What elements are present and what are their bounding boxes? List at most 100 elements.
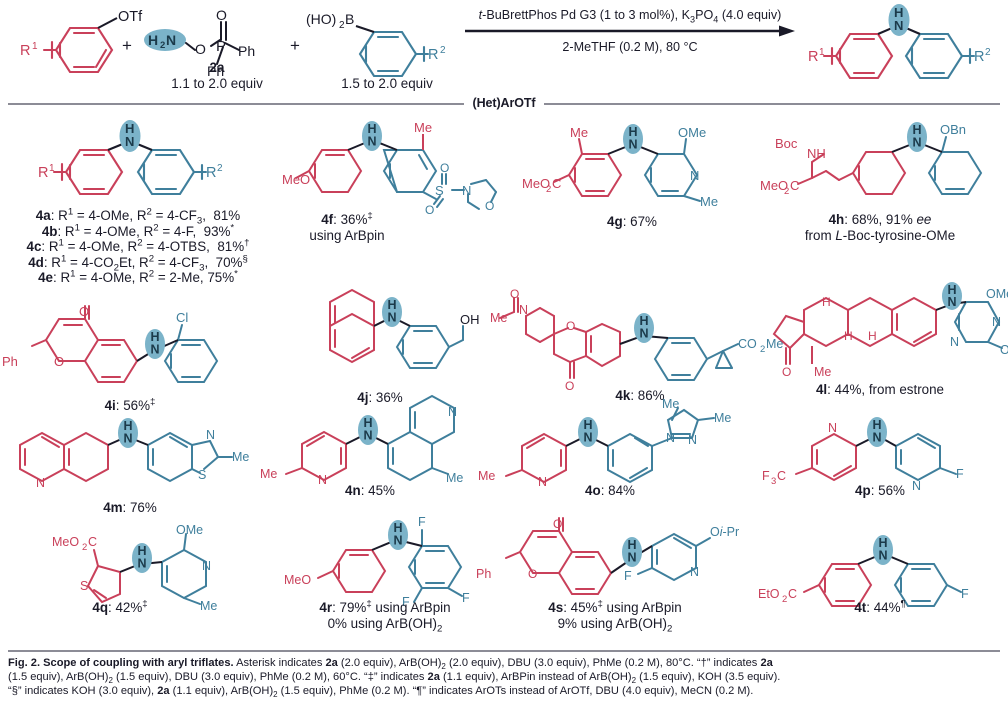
svg-text:2: 2 <box>784 186 789 197</box>
reagent-2a-equiv: 1.1 to 2.0 equiv <box>171 76 263 91</box>
label-4f-note: using ArBpin <box>309 227 385 243</box>
product-4q-structure: S MeO 2 C H N OMe N Me <box>40 523 260 620</box>
svg-text:Me: Me <box>414 120 432 135</box>
svg-text:Me: Me <box>260 467 277 481</box>
svg-text:R: R <box>808 49 818 65</box>
svg-text:O: O <box>510 287 519 301</box>
svg-text:H: H <box>640 314 649 328</box>
svg-text:S: S <box>80 579 88 593</box>
boronic-equiv: 1.5 to 2.0 equiv <box>341 76 433 91</box>
product-4i-structure: O O Ph H N Cl <box>2 300 268 400</box>
svg-text:Me: Me <box>700 194 718 209</box>
svg-text:O: O <box>485 199 494 213</box>
product-4n-structure: N Me H N N Me <box>260 394 508 496</box>
svg-text:N: N <box>913 136 922 150</box>
svg-text:EtO: EtO <box>758 587 780 601</box>
label-4s-note: 9% using ArB(OH)2 <box>557 615 673 635</box>
svg-text:NH: NH <box>807 146 826 161</box>
label-4k: 4k: 86% <box>615 388 665 403</box>
svg-text:N: N <box>138 557 147 571</box>
caption-line-1: Fig. 2. Scope of coupling with aryl trif… <box>8 657 773 672</box>
svg-text:O: O <box>565 379 574 393</box>
svg-text:N: N <box>688 433 697 447</box>
product-4l-structure: O Me H H H H N OMe N N OMe <box>760 282 1008 392</box>
svg-text:2: 2 <box>782 594 787 605</box>
product-4o-structure: N Me H N N N Me Me <box>478 397 762 496</box>
svg-text:P: P <box>216 38 226 55</box>
svg-text:Ph: Ph <box>476 567 491 581</box>
product-4p-structure: N F 3 C H N N F <box>760 410 990 494</box>
svg-text:H: H <box>629 125 638 139</box>
svg-text:2: 2 <box>217 163 223 174</box>
product-4t-structure: EtO 2 C H N F <box>758 535 992 620</box>
svg-text:2: 2 <box>985 47 991 58</box>
svg-text:F: F <box>956 467 964 481</box>
label-4n: 4n: 45% <box>345 483 395 498</box>
svg-text:N: N <box>666 431 675 445</box>
svg-text:Me: Me <box>662 397 679 411</box>
svg-text:H: H <box>879 536 888 550</box>
label-4q: 4q: 42%‡ <box>92 598 148 615</box>
svg-text:Ph: Ph <box>238 43 255 59</box>
svg-text:N: N <box>879 549 888 563</box>
svg-text:N: N <box>894 18 903 33</box>
svg-text:2: 2 <box>339 20 345 31</box>
svg-text:Oi-Pr: Oi-Pr <box>710 525 739 539</box>
svg-text:H: H <box>844 329 853 343</box>
svg-text:2: 2 <box>160 40 165 51</box>
reaction-arrow <box>465 25 795 37</box>
svg-text:C: C <box>777 469 786 483</box>
svg-text:N: N <box>124 432 133 446</box>
svg-text:CO: CO <box>738 337 757 351</box>
svg-text:N: N <box>912 479 921 493</box>
svg-text:N: N <box>364 429 373 443</box>
svg-text:2: 2 <box>546 184 551 195</box>
label-4l: 4l: 44%, from estrone <box>815 382 945 397</box>
svg-text:R: R <box>38 165 48 181</box>
label-4b: 4b: R1 = 4-OMe, R2 = 4-F, 93%* <box>41 222 235 239</box>
svg-text:Me: Me <box>446 471 463 485</box>
svg-text:Ph: Ph <box>207 63 224 79</box>
svg-text:R: R <box>428 47 438 63</box>
svg-text:R: R <box>20 43 30 59</box>
svg-text:H: H <box>628 538 637 552</box>
svg-text:1: 1 <box>32 41 38 52</box>
conditions-line-1: t-BuBrettPhos Pd G3 (1 to 3 mol%), K3PO4… <box>478 8 782 25</box>
svg-text:H: H <box>368 122 377 136</box>
svg-text:Me: Me <box>490 311 507 325</box>
svg-text:Me: Me <box>570 125 588 140</box>
svg-text:2: 2 <box>82 542 87 553</box>
svg-text:Boc: Boc <box>775 136 798 151</box>
product-4m-structure: N H N N S Me <box>18 418 249 505</box>
svg-text:O: O <box>195 41 206 57</box>
figure-caption: Fig. 2. Scope of coupling with aryl trif… <box>8 656 1000 699</box>
product-4j-structure: H N OH <box>300 288 500 382</box>
product-4f-structure: H N MeO Me S O O N O <box>282 120 517 222</box>
svg-text:H: H <box>124 419 133 433</box>
svg-text:C: C <box>790 178 799 193</box>
svg-text:OMe: OMe <box>678 125 706 140</box>
svg-text:N: N <box>640 327 649 341</box>
svg-text:F: F <box>462 591 470 605</box>
product-4s-structure: O O Ph H N F N Oi-Pr <box>476 516 752 608</box>
svg-text:H: H <box>822 295 831 309</box>
label-4j: 4j: 36% <box>357 390 403 405</box>
svg-text:H: H <box>913 123 922 137</box>
svg-text:H: H <box>151 330 160 344</box>
label-4o: 4o: 84% <box>585 483 635 498</box>
reaction-scheme: R 1 OTf + H 2 N O <box>0 0 1008 103</box>
svg-text:N: N <box>125 134 134 149</box>
label-4r: 4r: 79%‡ using ArBpin <box>319 598 451 615</box>
label-4c: 4c: R1 = 4-OMe, R2 = 4-OTBS, 81%† <box>26 237 250 254</box>
svg-text:OMe: OMe <box>1000 343 1008 357</box>
product-4r-labels: 4r: 79%‡ using ArBpin 0% using ArB(OH)2 <box>270 598 500 635</box>
svg-text:H: H <box>388 298 397 312</box>
label-4r-note: 0% using ArB(OH)2 <box>327 615 443 635</box>
divider-top <box>8 103 1000 105</box>
svg-text:O: O <box>54 354 64 369</box>
svg-text:S: S <box>435 183 444 198</box>
svg-text:H: H <box>138 544 147 558</box>
svg-text:R: R <box>974 49 984 65</box>
svg-text:F: F <box>418 515 426 529</box>
